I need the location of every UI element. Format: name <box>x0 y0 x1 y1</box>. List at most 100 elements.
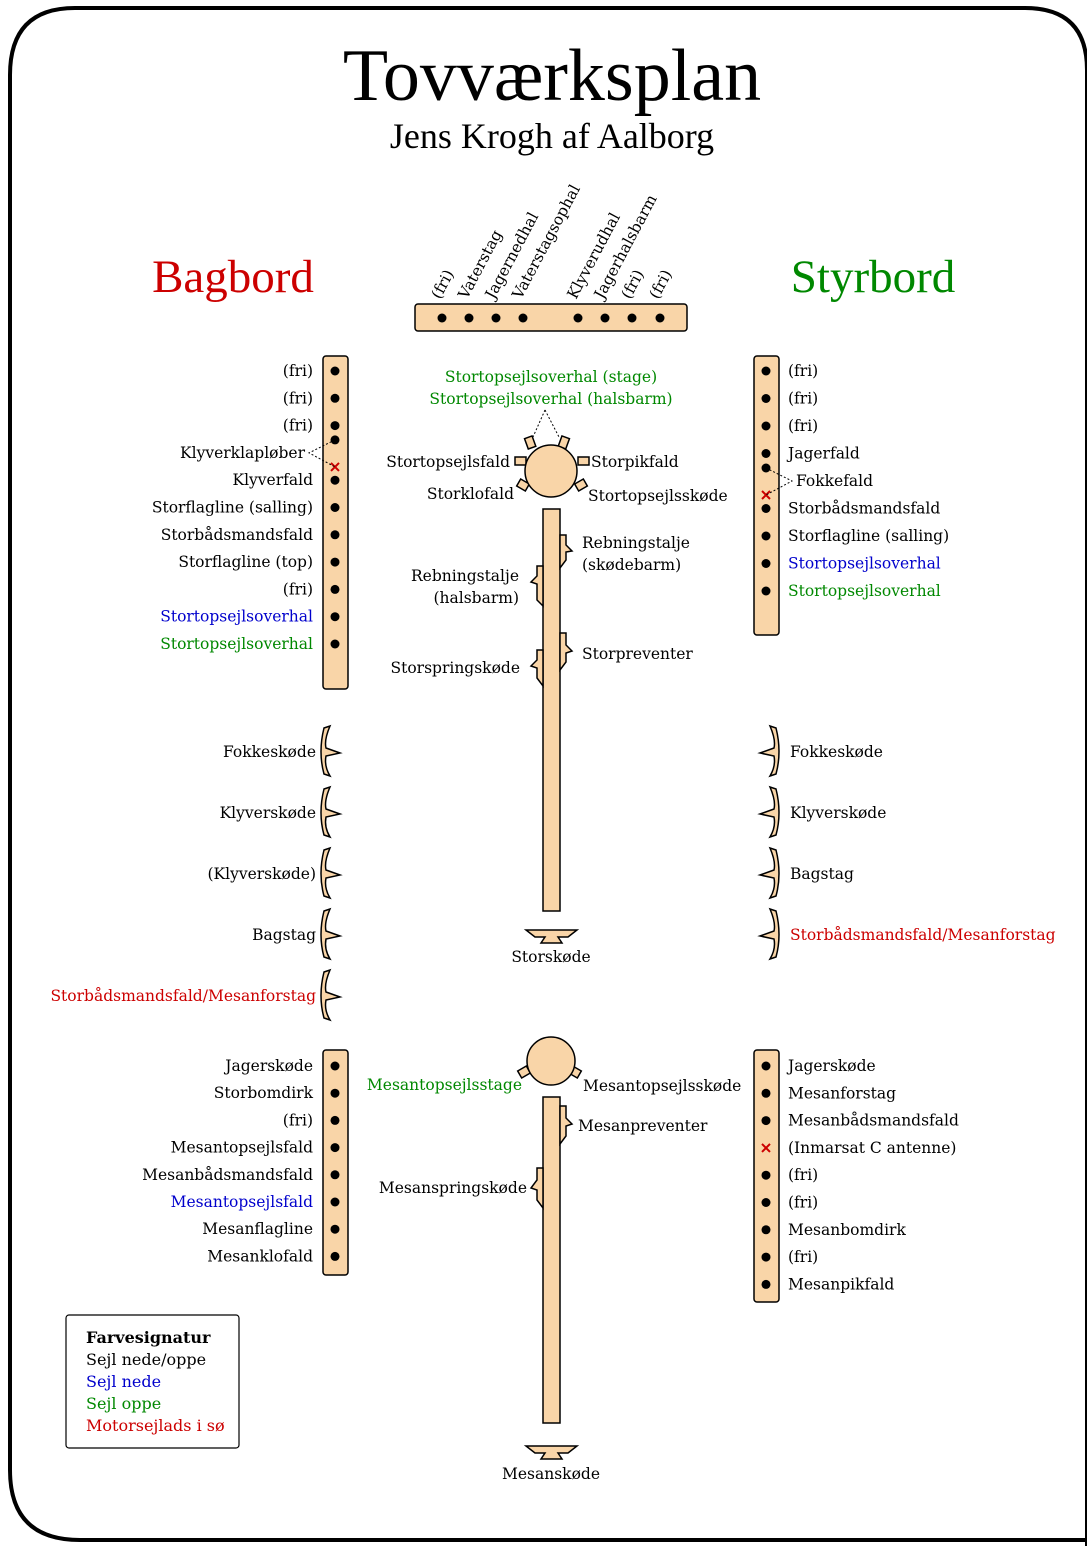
starboard-side-label: Styrbord <box>791 251 956 303</box>
mizzen-springskode-cleat <box>529 1167 544 1211</box>
legend-box <box>65 1314 240 1449</box>
rail-pin <box>761 1198 771 1207</box>
stbd-fore-pin-rail: (fri)(fri)(fri)JagerfaldFokkefaldStorbåd… <box>753 355 949 636</box>
rail-pin <box>761 449 771 458</box>
page-title: Tovværksplan <box>343 35 761 117</box>
rail-pin <box>330 530 340 540</box>
rail-label: Mesantopsejlsfald <box>171 1193 313 1211</box>
top-rail-label: (fri) <box>428 267 458 302</box>
stbd-cleats: FokkeskødeKlyverskødeBagstagStorbådsmand… <box>757 724 1056 961</box>
cleat <box>757 846 780 900</box>
cleat-label: Klyverskøde <box>790 804 886 822</box>
mizzen-skode-label: Mesanskøde <box>502 1465 600 1483</box>
mizzenmast-boom <box>542 1096 561 1424</box>
stbd-aft-pin-rail: JagerskødeMesanforstagMesanbådsmandsfald… <box>753 1049 959 1303</box>
rail-label: Stortopsejlsoverhal <box>788 555 941 573</box>
main-springskode-label: Storspringskøde <box>390 659 520 677</box>
rail-label: (Inmarsat C antenne) <box>788 1139 956 1157</box>
rail-label: Mesantopsejlsfald <box>171 1139 313 1157</box>
page-subtitle: Jens Krogh af Aalborg <box>390 116 714 156</box>
mizzen-topsejlsskode-label: Mesantopsejlsskøde <box>583 1077 741 1095</box>
rail-label: (fri) <box>788 362 818 380</box>
rebning-skodebarm-label-2: (skødebarm) <box>582 556 681 574</box>
rail-pin <box>761 1279 771 1289</box>
rail-pin <box>761 531 771 541</box>
rail-pin <box>761 394 771 403</box>
legend-item: Sejl oppe <box>86 1394 161 1413</box>
cleat <box>757 785 780 839</box>
rail-pin <box>330 1197 340 1207</box>
rail-pin <box>761 1116 771 1126</box>
rail-label: (fri) <box>283 417 313 435</box>
rail-label: Storflagline (salling) <box>152 499 313 517</box>
rail-label: Storflagline (salling) <box>788 527 949 545</box>
rail-label: (fri) <box>788 1194 818 1212</box>
port-fore-rail-board <box>322 355 349 690</box>
top-rail-pin <box>437 313 447 323</box>
rail-label: Fokkefald <box>796 472 873 490</box>
rail-pin <box>330 421 340 431</box>
rail-pin <box>761 1252 771 1262</box>
rail-label: Stortopsejlsoverhal <box>788 582 941 600</box>
main-topsejlsskode-label: Stortopsejlsskøde <box>588 487 728 505</box>
port-aft-rail-board <box>322 1049 349 1276</box>
rail-label: Storbomdirk <box>214 1084 314 1102</box>
rail-label: Jagerskøde <box>223 1057 313 1075</box>
rail-pin <box>330 1251 340 1261</box>
rebning-halsbarm-label-2: (halsbarm) <box>434 589 520 607</box>
rail-pin <box>330 612 340 622</box>
rail-pin <box>330 475 340 485</box>
main-overhal-halsbarm-label: Stortopsejlsoverhal (halsbarm) <box>429 390 672 408</box>
rebning-halsbarm-label-1: Rebningstalje <box>411 567 519 585</box>
port-fore-pin-rail: (fri)(fri)(fri)KlyverklapløberKlyverfald… <box>152 355 349 690</box>
rail-label: Klyverklapløber <box>180 444 306 462</box>
top-rail-pin <box>464 313 474 323</box>
top-rail-pin <box>573 313 583 323</box>
rail-pin <box>761 1061 771 1071</box>
rail-label: (fri) <box>283 362 313 380</box>
mesanskode-block <box>523 1445 580 1460</box>
rail-x-mark <box>761 1143 771 1153</box>
rail-lead-line <box>307 439 336 468</box>
rail-label: Mesanbomdirk <box>788 1221 906 1239</box>
cleat <box>320 785 343 839</box>
rail-label: Mesanbådsmandsfald <box>788 1112 959 1130</box>
cleat <box>757 724 780 778</box>
main-klofald-label: Storklofald <box>427 485 514 503</box>
mainmast-top-knobs <box>514 434 590 492</box>
mizzenmast-top-disc <box>526 1036 576 1086</box>
rail-pin <box>330 1224 340 1234</box>
rail-pin <box>330 503 340 512</box>
rail-label: (fri) <box>283 1111 313 1129</box>
rail-pin <box>330 366 340 376</box>
legend-item: Sejl nede/oppe <box>86 1350 206 1369</box>
rail-pin <box>761 421 771 431</box>
rail-pin <box>330 1088 340 1098</box>
rail-label: (fri) <box>788 417 818 435</box>
cleat <box>320 724 343 778</box>
rail-pin <box>330 1115 340 1125</box>
cleat-label: Storbådsmandsfald/Mesanforstag <box>50 987 316 1005</box>
cleat-label: Bagstag <box>252 926 316 944</box>
rebning-skodebarm-label-1: Rebningstalje <box>582 534 690 552</box>
main-skode-label: Storskøde <box>511 948 590 966</box>
top-rail-pin <box>627 313 637 323</box>
rail-label: (fri) <box>283 580 313 598</box>
cleat <box>320 846 343 900</box>
rail-pin <box>330 1061 340 1071</box>
rail-label: Storflagline (top) <box>178 553 313 571</box>
rail-label: Mesanflagline <box>202 1220 313 1238</box>
rebning-halsbarm-cleat <box>529 565 544 608</box>
rail-pin <box>761 1170 771 1180</box>
cleat-label: Storbådsmandsfald/Mesanforstag <box>790 926 1056 944</box>
rail-pin <box>761 1088 771 1098</box>
port-cleats: FokkeskødeKlyverskøde(Klyverskøde)Bagsta… <box>50 724 343 1022</box>
top-rail-pin <box>518 313 528 323</box>
rail-x-mark <box>330 462 340 472</box>
rail-label: Stortopsejlsoverhal <box>160 608 313 626</box>
mizzen-preventer-label: Mesanpreventer <box>578 1117 708 1135</box>
rail-lead-line <box>765 467 794 496</box>
rail-pin <box>330 1143 340 1153</box>
cleat-label: Klyverskøde <box>220 804 316 822</box>
